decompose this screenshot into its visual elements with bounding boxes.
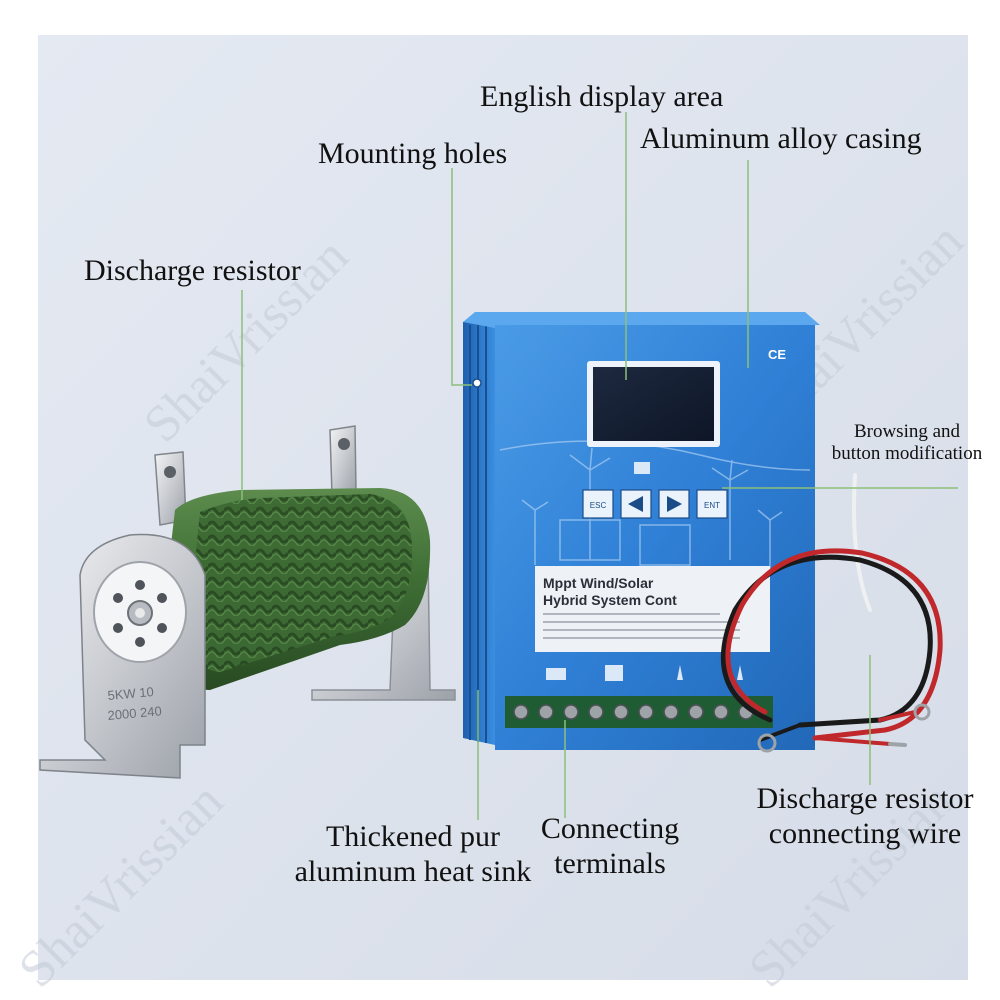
ce-mark: CE <box>768 347 786 362</box>
lcd-screen <box>593 367 714 441</box>
callout-mounting-holes: Mounting holes <box>318 137 508 170</box>
callout-browsing-buttons: Browsing and button modification <box>822 421 992 465</box>
connecting-wire <box>720 473 943 753</box>
terminal-icons <box>546 665 743 681</box>
callout-wire-line1: Discharge resistor <box>756 782 974 815</box>
tab-hole-left <box>164 466 176 478</box>
left-arrow-icon <box>628 496 643 512</box>
callout-browsing-line2: button modification <box>831 442 983 464</box>
ent-button-label: ENT <box>704 501 720 510</box>
leader-lines <box>241 112 958 820</box>
label-fine-print <box>543 613 740 639</box>
callout-terminals-line2: terminals <box>554 846 666 880</box>
leader-mounting <box>451 168 472 386</box>
mounting-hole <box>472 378 482 388</box>
callout-terminals-line1: Connecting <box>540 812 680 845</box>
callout-connecting-wire: Discharge resistor connecting wire <box>750 782 980 851</box>
mppt-controller: CE ESC ENT Mppt Wind/Solar Hybrid System… <box>463 312 820 750</box>
terminal-tab-right <box>329 425 357 496</box>
right-arrow-icon <box>667 496 682 512</box>
casing-top-edge <box>463 312 820 328</box>
callout-connecting-terminals: Connecting terminals <box>535 812 685 881</box>
resistor-marking-1: 5KW 10 <box>107 684 154 703</box>
red-wire <box>725 548 943 741</box>
terminal-screws <box>513 704 754 720</box>
callout-discharge-resistor: Discharge resistor <box>84 254 301 287</box>
resistor-coil <box>188 494 413 672</box>
callout-english-display-area: English display area <box>480 80 724 113</box>
discharge-resistor: 5KW 10 2000 240 <box>39 425 456 779</box>
esc-button-label: ESC <box>590 501 607 510</box>
black-wire <box>720 554 933 728</box>
callout-heat-sink: Thickened pur aluminum heat sink <box>288 820 538 889</box>
callout-aluminum-alloy-casing: Aluminum alloy casing <box>640 122 922 155</box>
resistor-marking-2: 2000 240 <box>107 703 162 723</box>
callout-heat-sink-line2: aluminum heat sink <box>294 854 532 888</box>
esc-button[interactable] <box>582 489 614 519</box>
callout-heat-sink-line1: Thickened pur <box>325 820 501 853</box>
label-title-2: Hybrid System Cont <box>543 592 677 608</box>
callout-wire-line2: connecting wire <box>768 816 962 850</box>
callout-browsing-line1: Browsing and <box>853 421 961 442</box>
solar-icon-small <box>634 462 650 474</box>
ent-button[interactable] <box>696 489 728 519</box>
tab-hole-right <box>338 438 350 450</box>
label-title-1: Mppt Wind/Solar <box>543 575 654 591</box>
